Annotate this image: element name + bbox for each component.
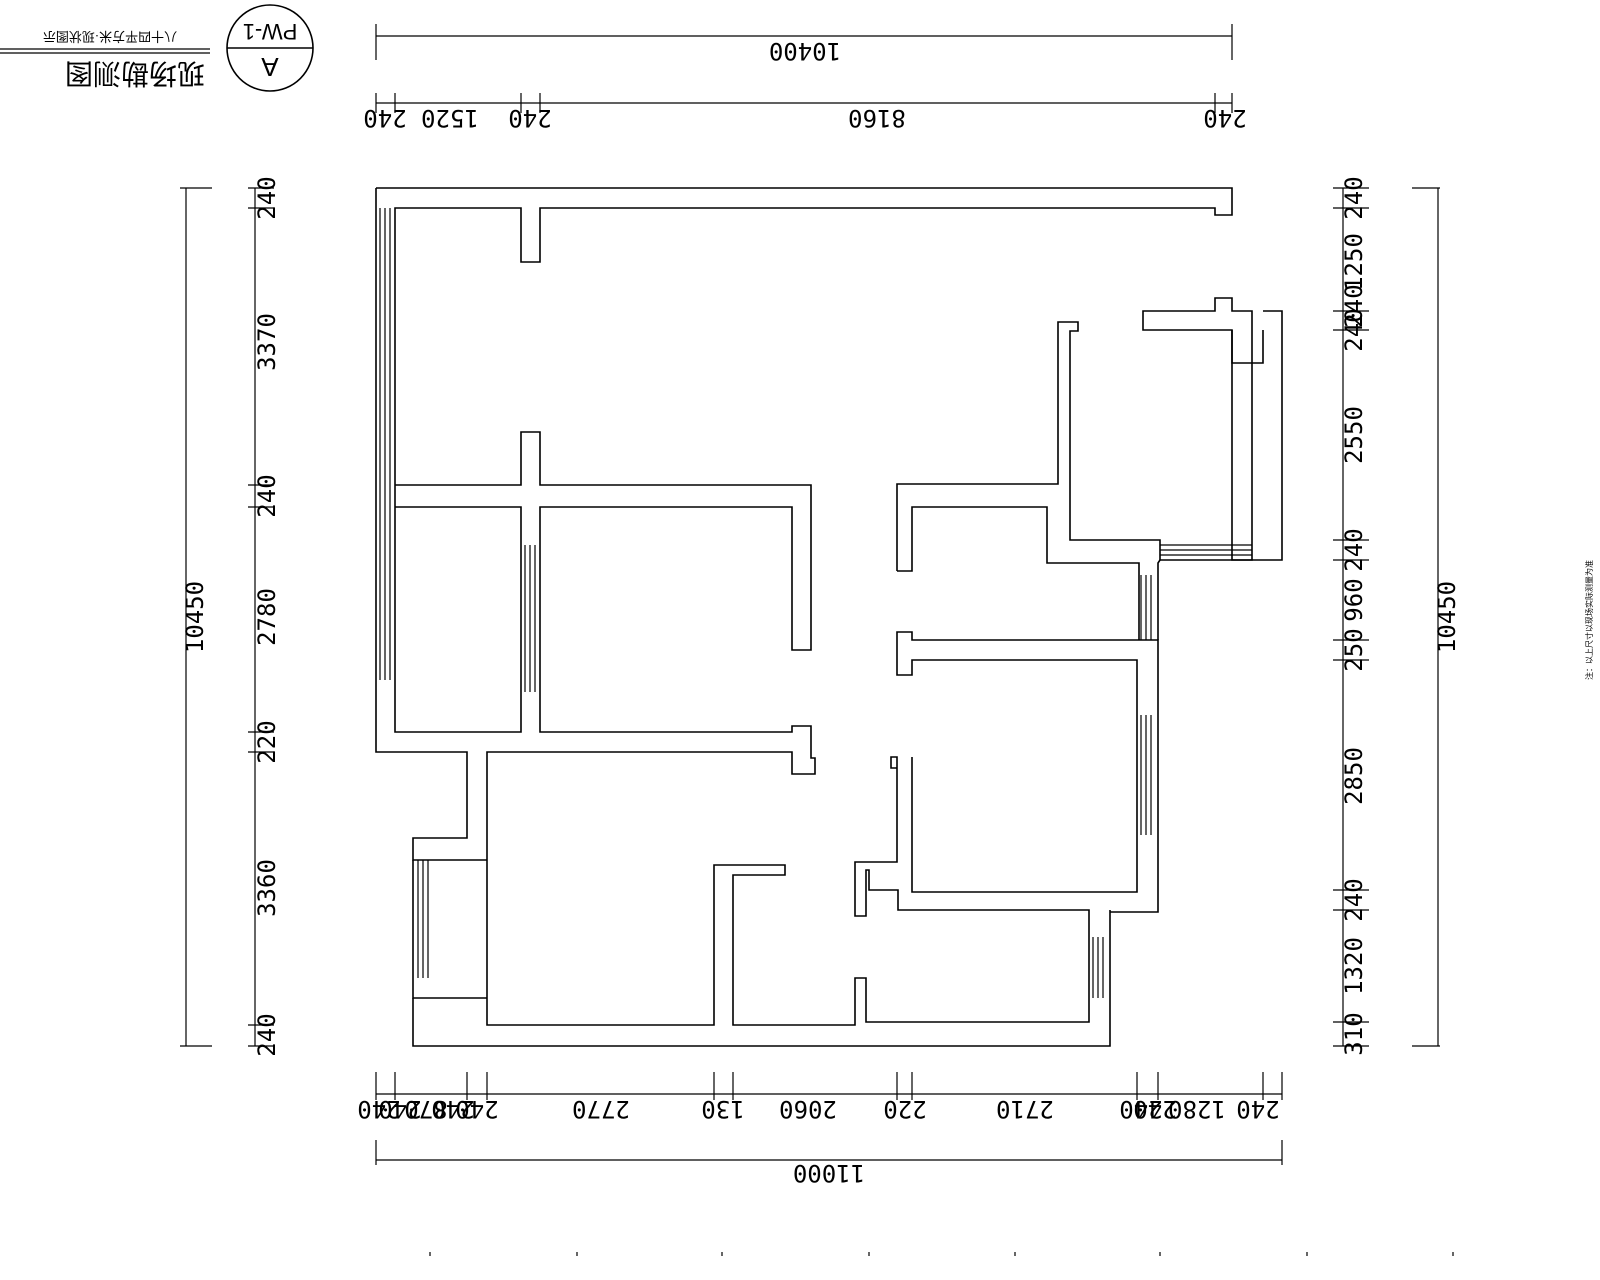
dim-label-right: 240 (1340, 308, 1368, 351)
dim-label-right: 2850 (1340, 747, 1368, 805)
dim-label-bottom: 1280 (1168, 1095, 1226, 1123)
dim-label-right: 1250 (1340, 233, 1368, 291)
dim-label-right-total: 10450 (1433, 581, 1461, 653)
dim-label-bottom: 2710 (996, 1095, 1054, 1123)
wall-segment (412, 860, 487, 999)
wall-segment (412, 910, 1111, 1047)
dim-label-bottom: 870 (404, 1095, 447, 1123)
dim-label-bottom: 240 (455, 1095, 498, 1123)
wall-segment (1157, 559, 1161, 640)
dim-label-bottom: 220 (883, 1095, 926, 1123)
wall-segment (896, 650, 1138, 893)
dim-label-bottom: 130 (701, 1095, 744, 1123)
dim-label-left: 240 (253, 474, 281, 517)
section-code: PW-1 (243, 19, 298, 44)
section-symbol: A PW-1 (226, 4, 314, 92)
dim-label-left: 3370 (253, 313, 281, 371)
dim-label-bottom: 240 (378, 1095, 421, 1123)
dim-label-bottom: 2770 (572, 1095, 630, 1123)
dim-label-left: 240 (253, 1013, 281, 1056)
dim-label-left-total: 10450 (181, 581, 209, 653)
dim-label-left: 240 (253, 176, 281, 219)
dim-label-bottom: 240 (357, 1095, 400, 1123)
side-note: 注：以上尺寸以现场实际测量为准 (1584, 560, 1594, 680)
wall-segment (376, 187, 1233, 1026)
wall-segment (897, 506, 1140, 640)
dim-label-right: 240 (1340, 176, 1368, 219)
dim-label-bottom: 240 (1133, 1095, 1176, 1123)
windows (379, 208, 1252, 998)
dim-label-top-total: 10400 (769, 37, 841, 65)
dim-label-left: 3360 (253, 859, 281, 917)
dim-label-bottom: 240 (1236, 1095, 1279, 1123)
dim-label-right: 240 (1340, 878, 1368, 921)
wall-segment (896, 631, 1159, 913)
drawing-subtitle: 八十四平方米·现状图示 (43, 29, 177, 44)
dim-label-bottom: 240 (1119, 1095, 1162, 1123)
wall-segment (375, 188, 487, 861)
dim-label-right: 240 (1340, 528, 1368, 571)
dim-label-right: 310 (1340, 1012, 1368, 1055)
drawing-title: 现场勘测图 (65, 58, 205, 89)
dim-label-right: 250 (1340, 628, 1368, 671)
wall-segment (1231, 330, 1264, 364)
dim-label-bottom: 240 (431, 1095, 474, 1123)
dim-label-right: 240 (1340, 284, 1368, 327)
dim-label-left: 2780 (253, 588, 281, 646)
walls (375, 187, 1283, 1047)
wall-segment (1231, 310, 1283, 561)
section-letter: A (261, 52, 279, 82)
dim-label-left: 220 (253, 720, 281, 763)
wall-segment (896, 297, 1253, 571)
dim-label-bottom-total: 11000 (793, 1159, 865, 1187)
dim-label-top: 240 (363, 104, 406, 132)
dim-label-top: 240 (1203, 104, 1246, 132)
dim-label-bottom: 2060 (779, 1095, 837, 1123)
dim-label-top: 240 (508, 104, 551, 132)
dim-label-right: 1320 (1340, 937, 1368, 995)
dim-label-top: 8160 (848, 104, 906, 132)
dim-label-right: 960 (1340, 578, 1368, 621)
title-block: 现场勘测图 八十四平方米·现状图示 A PW-1 (0, 4, 314, 92)
dim-label-top: 1520 (421, 104, 479, 132)
dim-label-right: 2550 (1340, 406, 1368, 464)
